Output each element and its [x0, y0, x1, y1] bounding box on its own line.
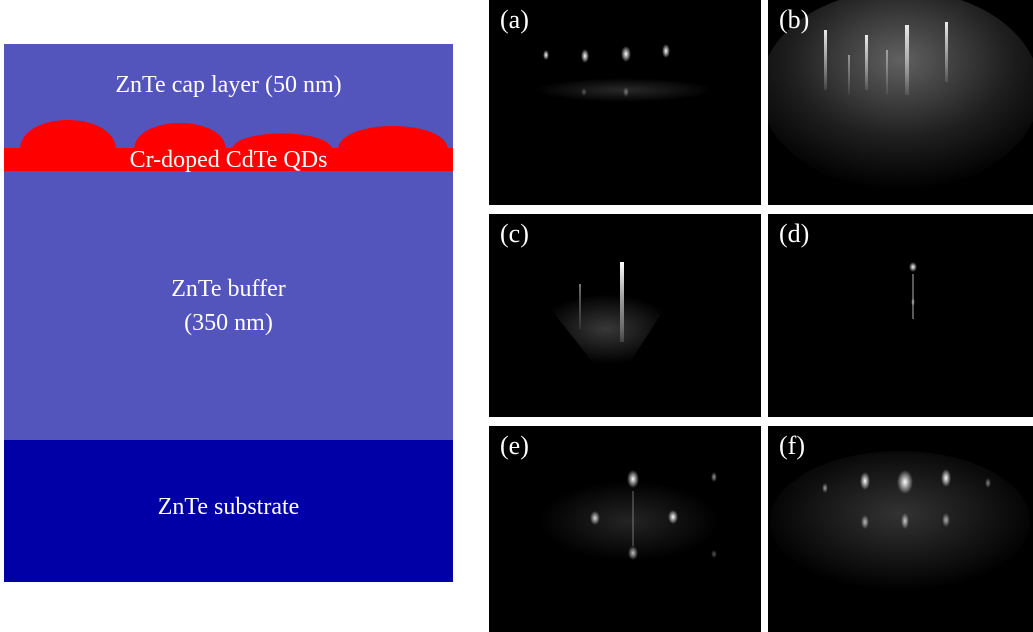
quantum-dot-layer: [4, 120, 453, 171]
panel-label-c: (c): [500, 219, 529, 248]
substrate-label: ZnTe substrate: [157, 494, 300, 520]
rheed-pattern-c: [539, 262, 674, 364]
layer-structure-diagram: ZnTe cap layer (50 nm) ZnTe buffer (350 …: [4, 44, 453, 582]
znte-substrate-layer: ZnTe substrate: [4, 440, 453, 582]
rheed-panel-c: (c): [489, 214, 761, 417]
rheed-panel-f: (f): [768, 426, 1033, 632]
rheed-pattern-a: [534, 44, 714, 102]
rheed-pattern-f: [770, 451, 1030, 591]
panel-label-d: (d): [779, 219, 810, 248]
wetting-layer: [4, 148, 453, 171]
rheed-pattern-b: [768, 0, 1033, 190]
qds-label: Cr-doped CdTe QDs: [129, 147, 328, 173]
quantum-dot-2: [134, 123, 226, 150]
quantum-dot-4: [338, 126, 448, 150]
panel-label-b: (b): [779, 5, 810, 34]
cap-layer-label: ZnTe cap layer (50 nm): [115, 72, 342, 98]
panel-label-e: (e): [500, 431, 529, 460]
buffer-label-line1: ZnTe buffer: [171, 276, 286, 302]
rheed-panel-d: (d): [768, 214, 1033, 417]
buffer-layer-label: ZnTe buffer (350 nm): [4, 272, 453, 340]
rheed-pattern-e: [539, 470, 719, 561]
quantum-dot-3: [232, 133, 332, 150]
quantum-dot-1: [20, 120, 116, 150]
panel-label-a: (a): [500, 5, 529, 34]
znte-buffer-layer: ZnTe buffer (350 nm): [4, 168, 453, 440]
buffer-label-line2: (350 nm): [184, 310, 273, 336]
panel-label-f: (f): [779, 431, 805, 460]
rheed-panel-b: (b): [768, 0, 1033, 205]
rheed-pattern-d: [909, 262, 917, 319]
rheed-panel-e: (e): [489, 426, 761, 632]
rheed-panel-a: (a): [489, 0, 761, 205]
